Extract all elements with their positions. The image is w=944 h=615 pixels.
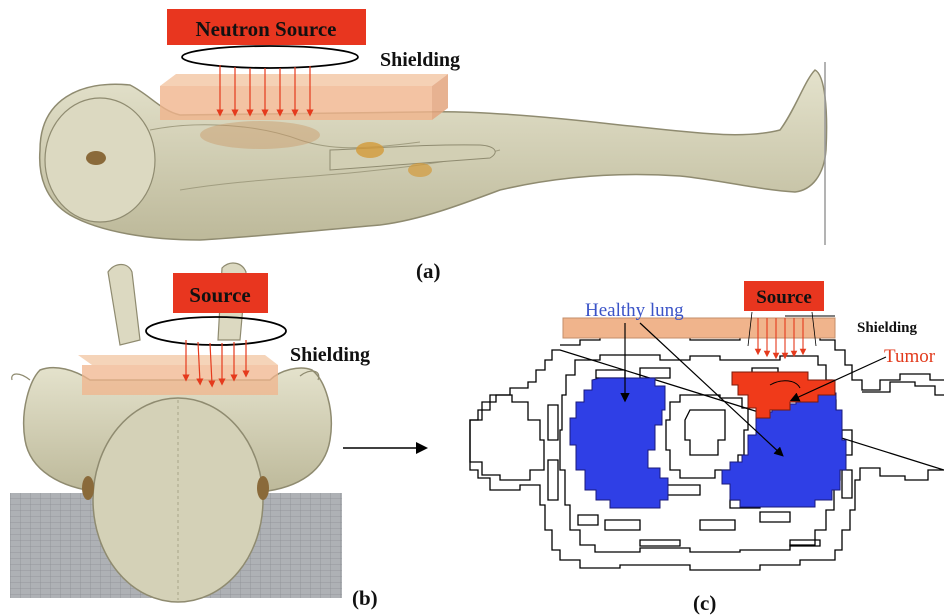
left-healthy-lung [570,378,668,508]
shielding-label-a: Shielding [380,49,460,71]
source-label-c: Source [756,287,812,308]
panel-a: Neutron Source Shielding (a) [40,9,827,283]
shielding-label-c: Shielding [857,320,918,336]
tumor-label: Tumor [884,346,936,367]
healthy-lung-label: Healthy lung [585,300,684,321]
shielding-slab-a [160,74,448,120]
neutron-source-label: Neutron Source [196,17,337,41]
source-aperture-ellipse-b [146,317,286,345]
shielding-slab-b [78,355,278,395]
body-voxel-contours [470,336,944,570]
caption-b: (b) [352,586,378,610]
caption-a: (a) [416,259,441,283]
source-aperture-ellipse-a [182,46,358,68]
panel-b: Source Shielding (b) [10,263,378,610]
caption-c: (c) [693,591,716,615]
shielding-label-b: Shielding [290,344,370,366]
source-label-b: Source [189,283,250,307]
panel-c: Source Healthy lung Shielding Tumor (c) [470,281,944,615]
